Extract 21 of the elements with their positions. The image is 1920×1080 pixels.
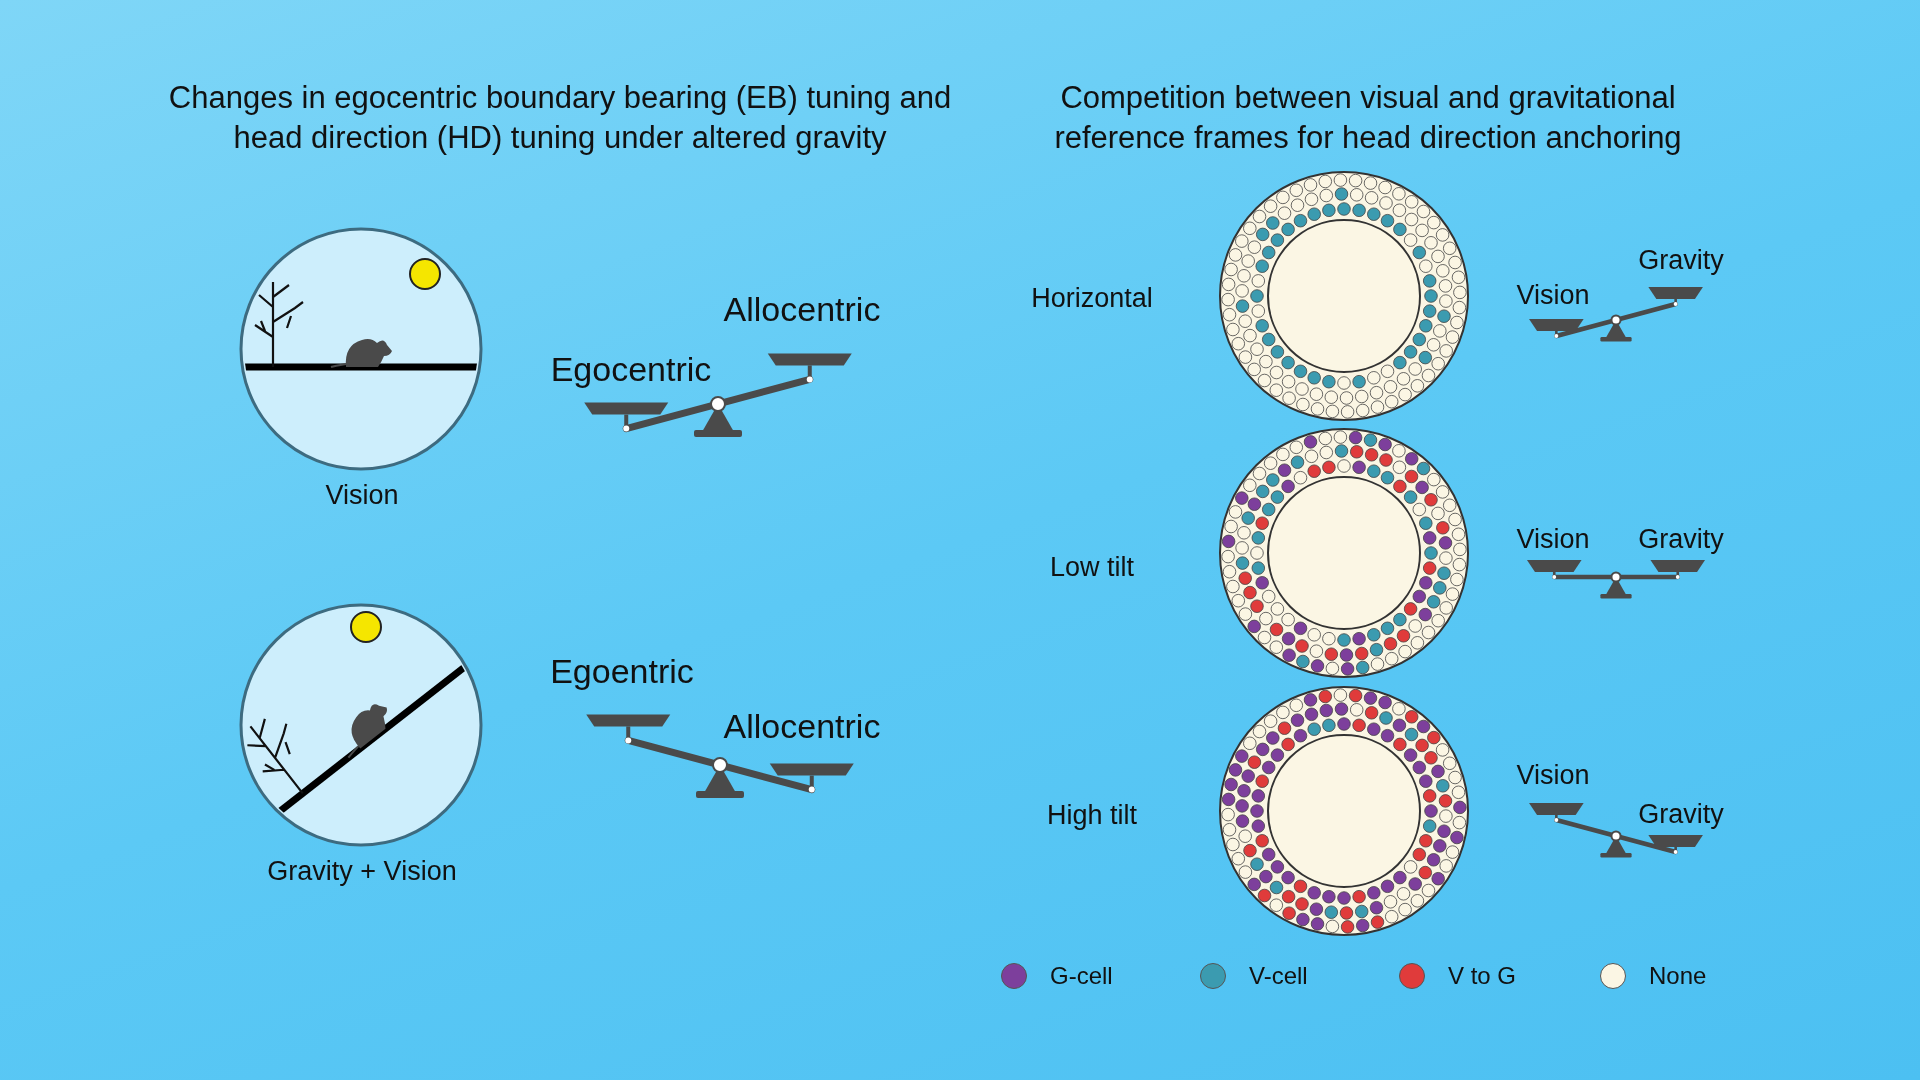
legend-label: None (1649, 962, 1707, 990)
scale-label: Egocentric (550, 349, 712, 389)
scene-caption: Vision (325, 479, 399, 511)
row-label: Horizontal (1031, 282, 1153, 314)
panel-heading: Changes in egocentric boundary bearing (EB) tuning and head direction (HD) tuning under altered gravity (167, 79, 953, 157)
scale-label: Allocentric (723, 289, 881, 329)
scene-caption: Gravity + Vision (267, 855, 457, 887)
scale-label: Gravity (1638, 244, 1724, 276)
row-label: High tilt (1047, 799, 1137, 831)
scale-label: Vision (1516, 759, 1590, 791)
legend-label: V-cell (1249, 962, 1308, 990)
scale-label: Vision (1516, 279, 1590, 311)
panel-heading: Competition between visual and gravitational reference frames for head direction anchoring (1053, 79, 1683, 157)
scale-label: Gravity (1638, 523, 1724, 555)
legend-label: V to G (1448, 962, 1517, 990)
scale-label: Vision (1516, 523, 1590, 555)
row-label: Low tilt (1050, 551, 1134, 583)
scale-label: Allocentric (723, 706, 881, 746)
scale-label: Gravity (1638, 798, 1724, 830)
scale-label: Egoentric (550, 651, 694, 691)
legend-label: G-cell (1050, 962, 1113, 990)
